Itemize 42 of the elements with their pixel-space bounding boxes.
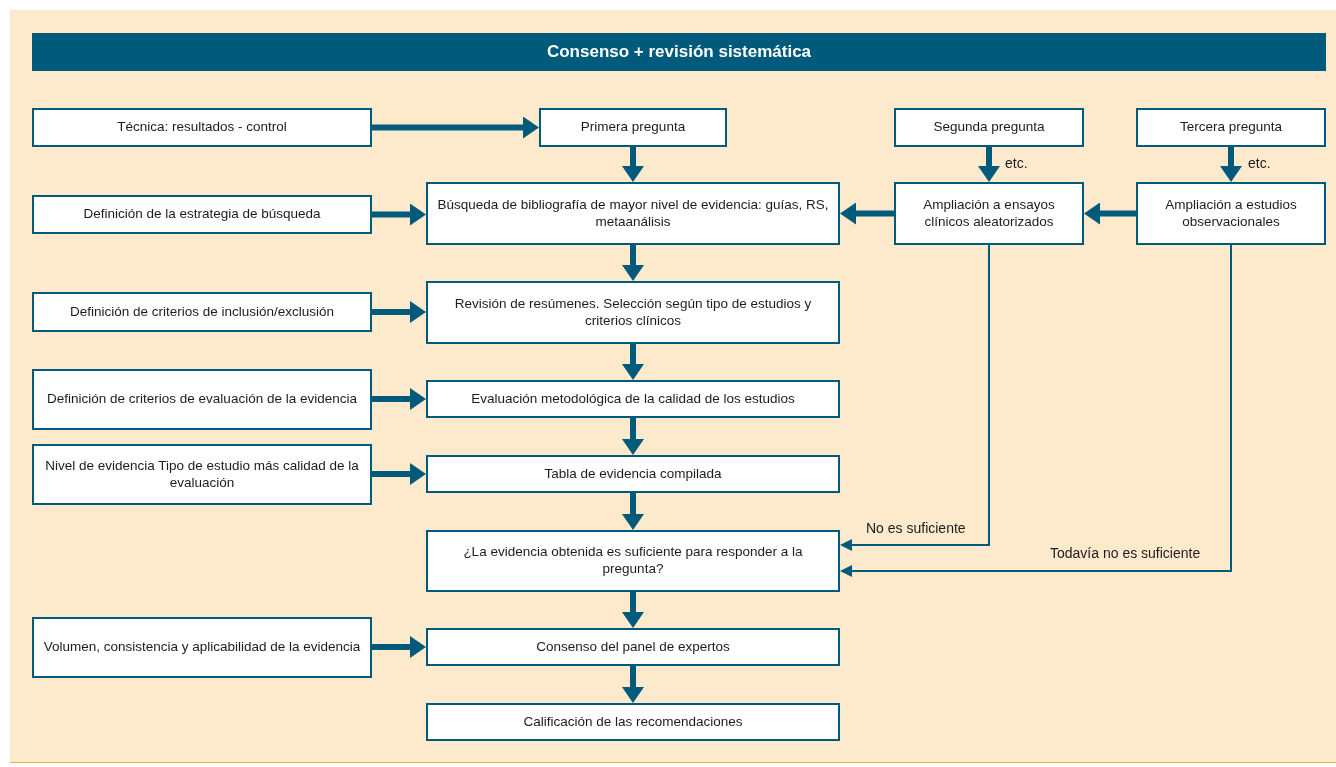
process-box: Volumen, consistencia y aplicabilidad de la evidencia (32, 617, 372, 678)
arrow (622, 147, 644, 182)
arrow (622, 245, 644, 281)
process-box: Segunda pregunta (894, 108, 1084, 147)
process-box: Definición de criterios de evaluación de la evidencia (32, 369, 372, 430)
process-box: Revisión de resúmenes. Selección según tipo de estudios y criterios clínicos (426, 281, 840, 344)
process-box: Definición de la estrategia de búsqueda (32, 195, 372, 234)
arrow (372, 203, 426, 226)
edge-label: etc. (1003, 155, 1030, 171)
arrow (622, 344, 644, 380)
arrow (840, 244, 990, 551)
process-box: Nivel de evidencia Tipo de estudio más calidad de la evaluación (32, 444, 372, 505)
process-box: Primera pregunta (539, 108, 727, 147)
process-box: Calificación de las recomendaciones (426, 703, 840, 741)
arrow (1084, 202, 1136, 225)
arrow (840, 202, 894, 225)
arrow (622, 418, 644, 455)
arrow (372, 636, 426, 658)
process-box: Tabla de evidencia compilada (426, 455, 840, 493)
arrow (372, 116, 539, 139)
edge-label: Todavía no es suficiente (1048, 545, 1203, 561)
arrow (840, 244, 1232, 577)
process-box: ¿La evidencia obtenida es suficiente para responder a la pregunta? (426, 530, 840, 592)
arrow (1220, 147, 1242, 182)
process-box: Evaluación metodológica de la calidad de los estudios (426, 380, 840, 418)
process-box: Tercera pregunta (1136, 108, 1326, 147)
arrow (622, 493, 644, 530)
process-box: Consenso del panel de expertos (426, 628, 840, 666)
process-box: Búsqueda de bibliografía de mayor nivel de evidencia: guías, RS, metaanálisis (426, 182, 840, 245)
process-box: Técnica: resultados - control (32, 108, 372, 147)
process-box: Definición de criterios de inclusión/exclusión (32, 292, 372, 332)
arrow (978, 147, 1000, 182)
arrow (372, 388, 426, 410)
edge-label: No es suficiente (864, 520, 968, 536)
edge-label: etc. (1246, 155, 1273, 171)
arrow (372, 463, 426, 485)
arrow (622, 666, 644, 703)
process-box: Ampliación a ensayos clínicos aleatorizados (894, 182, 1084, 245)
arrow (622, 592, 644, 628)
process-box: Ampliación a estudios observacionales (1136, 182, 1326, 245)
arrow (372, 301, 426, 323)
title-banner: Consenso + revisión sistemática (32, 33, 1326, 71)
